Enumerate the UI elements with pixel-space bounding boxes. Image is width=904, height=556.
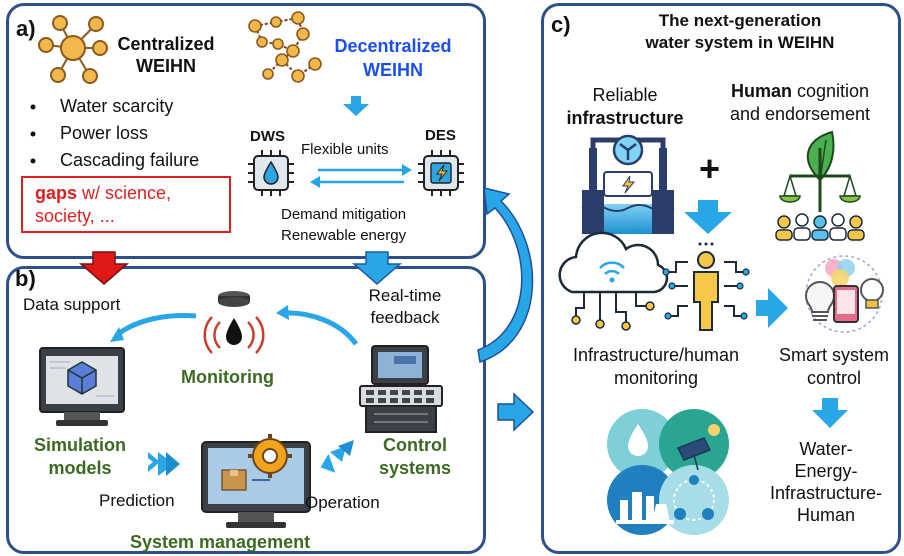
arrow-control-to-monitor: [283, 310, 359, 346]
down-arrow-c-bottom: [812, 398, 848, 428]
infrastructure-line: infrastructure: [566, 107, 684, 128]
control-line1: Control: [383, 435, 447, 455]
control-line2: systems: [378, 457, 452, 478]
human-rest: cognition: [791, 81, 870, 101]
centralized-line1: Centralized: [117, 34, 215, 54]
decentralized-label: Decentralized WEIHN: [318, 37, 468, 80]
gaps-bold: gaps: [35, 183, 78, 203]
reliable-line: Reliable: [592, 85, 658, 105]
monitoring-label: Monitoring: [181, 367, 274, 387]
decentralized-line2: WEIHN: [363, 59, 423, 80]
arrow-b-to-c: [497, 392, 535, 432]
title-line1: The next-generation: [658, 11, 822, 30]
panel-b-tag: b): [15, 266, 36, 291]
infra-monitor-line2: monitoring: [613, 367, 699, 388]
demand-mitigation-label: Demand mitigation: [281, 206, 407, 223]
system-management-label: System management: [130, 532, 311, 552]
infra-monitor-line1: Infrastructure/human: [572, 345, 740, 365]
bullet-cascading-failure: Cascading failure: [60, 150, 200, 170]
weih-circle-icons: [607, 409, 729, 535]
gaps-text-line1: gaps w/ science,: [35, 184, 171, 203]
bullet-dots: [30, 104, 36, 164]
centralized-line2: WEIHN: [136, 55, 196, 76]
gaps-rest: w/ science,: [77, 183, 172, 203]
right-arrow-c-mid: [756, 288, 788, 328]
feedback-curve-arrow: [477, 187, 534, 363]
realtime-line1: Real-time: [368, 286, 442, 305]
panel-c-tag: c): [551, 12, 571, 37]
control-systems-label: Control systems: [360, 436, 470, 478]
centralized-label: Centralized WEIHN: [108, 35, 224, 76]
simulation-models-label: Simulation models: [25, 436, 135, 478]
weih-energy: Energy-: [794, 460, 858, 481]
chevron-arrows-right: [320, 440, 354, 473]
down-arrow-c-top: [684, 200, 732, 234]
dws-des-exchange-arrows: [310, 164, 412, 188]
management-computer-icon: [201, 434, 311, 528]
panel-c-title: The next-generation water system in WEIH…: [590, 12, 890, 52]
weih-label: Water- Energy- Infrastructure- Human: [756, 440, 896, 525]
title-line2: water system in WEIHN: [645, 32, 835, 52]
reliable-infrastructure-icon: [581, 134, 675, 234]
prediction-label: Prediction: [99, 491, 175, 510]
reliable-infrastructure-label: Reliable infrastructure: [550, 86, 700, 128]
arrow-monitor-to-data: [116, 313, 197, 337]
panel-a-tag: a): [16, 16, 36, 41]
weih-water: Water-: [799, 439, 853, 459]
red-down-arrow: [78, 251, 130, 285]
smart-system-control-label: Smart system control: [764, 346, 904, 388]
endorsement-line: and endorsement: [729, 103, 871, 124]
gaps-text-line2: society, ...: [35, 206, 115, 226]
human-cognition-line: Human cognition: [705, 82, 895, 101]
human-bold: Human: [730, 81, 792, 101]
weih-infrastructure: Infrastructure-: [769, 482, 883, 503]
control-console-icon: [359, 345, 443, 433]
cloud-network-icon: [558, 231, 669, 331]
human-cognition-icon: [775, 130, 865, 241]
smart-line1: Smart system: [778, 345, 889, 365]
des-chip-icon: [418, 150, 464, 196]
des-label: DES: [425, 127, 456, 144]
gaps-box: [21, 176, 231, 233]
decentralized-nodes: [248, 11, 322, 83]
weih-human: Human: [796, 504, 856, 525]
simulation-line2: models: [48, 457, 112, 478]
simulation-line1: Simulation: [33, 435, 126, 455]
chevron-arrows-left: [148, 452, 180, 476]
arrowhead-data: [110, 327, 124, 342]
infra-human-monitoring-label: Infrastructure/human monitoring: [556, 346, 756, 388]
realtime-feedback-label: Real-time feedback: [350, 287, 460, 327]
data-support-label: Data support: [23, 295, 121, 314]
renewable-energy-label: Renewable energy: [281, 227, 407, 244]
arrowhead-monitor: [276, 305, 289, 320]
human-monitor-icon: [662, 242, 750, 331]
centralized-network-icon: [38, 15, 108, 84]
realtime-line2: feedback: [370, 307, 440, 327]
operation-label: Operation: [305, 493, 380, 512]
dws-label: DWS: [250, 128, 285, 145]
bullet-water-scarcity: Water scarcity: [60, 96, 174, 116]
human-cognition-label: Human cognition and endorsement: [705, 82, 895, 124]
smart-control-icon: [804, 255, 884, 333]
blue-down-arrow-ab: [351, 251, 403, 285]
flexible-units-label: Flexible units: [301, 141, 389, 158]
decentralized-line1: Decentralized: [334, 36, 452, 56]
plus-sign: +: [699, 148, 721, 189]
bullet-power-loss: Power loss: [60, 123, 149, 143]
simulation-monitor-icon: [39, 347, 125, 426]
smart-line2: control: [806, 367, 862, 388]
sensor-icon: [203, 291, 265, 354]
down-arrow-decentralized: [343, 96, 369, 116]
dws-chip-icon: [248, 150, 294, 196]
